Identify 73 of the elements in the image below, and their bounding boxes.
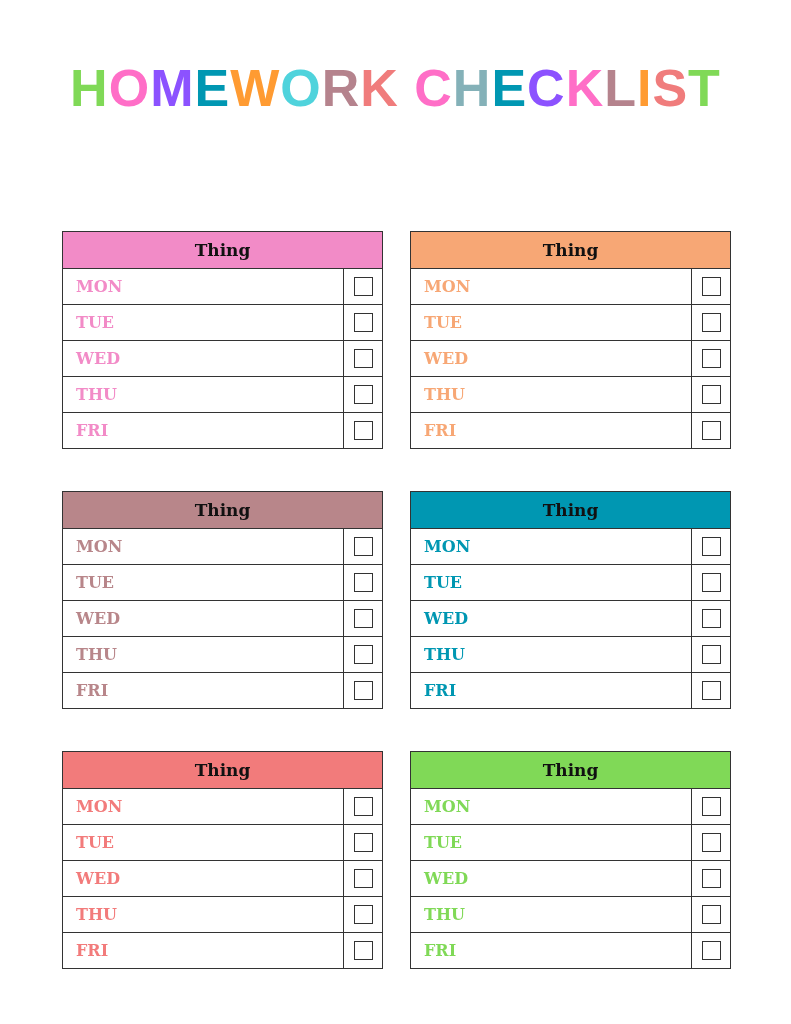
header-text: Thing [194,760,251,780]
day-label: FRI [76,941,109,960]
day-label: WED [424,609,469,628]
header-text: Thing [194,500,251,520]
day-label: TUE [424,313,463,332]
checklist-row [411,412,730,448]
checklist-row [411,340,730,376]
checklist-row [63,824,382,860]
checklist-row [411,600,730,636]
checklist-row [63,564,382,600]
day-label: THU [76,905,117,924]
header-text: Thing [542,240,599,260]
day-label: THU [76,385,117,404]
checklist-card [410,491,731,709]
checklist-card [410,751,731,969]
day-label: MON [76,277,123,296]
day-label: MON [424,537,471,556]
day-label: MON [424,797,471,816]
day-label: THU [424,385,465,404]
checklist-row [411,672,730,708]
header-text: Thing [542,500,599,520]
checklist-row [63,932,382,968]
checklist-row [411,824,730,860]
title: HOMEWORK CHECKLIST [69,58,722,118]
checklist-row [411,788,730,824]
checklist-card [62,231,383,449]
checklist-row [411,896,730,932]
checklist-row [63,600,382,636]
checklist-card [410,231,731,449]
day-label: TUE [424,573,463,592]
day-label: FRI [424,941,457,960]
checklist-row [63,376,382,412]
day-label: WED [424,869,469,888]
day-label: THU [424,905,465,924]
checklist-row [63,860,382,896]
day-label: THU [76,645,117,664]
checklist-row [411,636,730,672]
checklist-row [411,860,730,896]
checklist-row [411,376,730,412]
day-label: FRI [424,681,457,700]
checklist-row [63,672,382,708]
checklist-row [63,788,382,824]
day-label: TUE [76,313,115,332]
day-label: FRI [76,681,109,700]
header-text: Thing [194,240,251,260]
day-label: WED [76,869,121,888]
checklist-row [411,564,730,600]
day-label: MON [424,277,471,296]
checklist-card [62,491,383,709]
day-label: THU [424,645,465,664]
checklist-row [63,340,382,376]
day-label: WED [424,349,469,368]
day-label: FRI [76,421,109,440]
day-label: FRI [424,421,457,440]
day-label: WED [76,609,121,628]
day-label: MON [76,537,123,556]
checklist-row [63,896,382,932]
checklist-card [62,751,383,969]
checklist-row [411,304,730,340]
checklist-row [411,528,730,564]
day-label: TUE [424,833,463,852]
checklist-row [63,268,382,304]
checklist-row [63,304,382,340]
checklist-row [411,932,730,968]
checklist-row [63,636,382,672]
checklist-row [63,412,382,448]
checklist-row [411,268,730,304]
day-label: TUE [76,833,115,852]
day-label: MON [76,797,123,816]
checklist-row [63,528,382,564]
day-label: TUE [76,573,115,592]
header-text: Thing [542,760,599,780]
day-label: WED [76,349,121,368]
